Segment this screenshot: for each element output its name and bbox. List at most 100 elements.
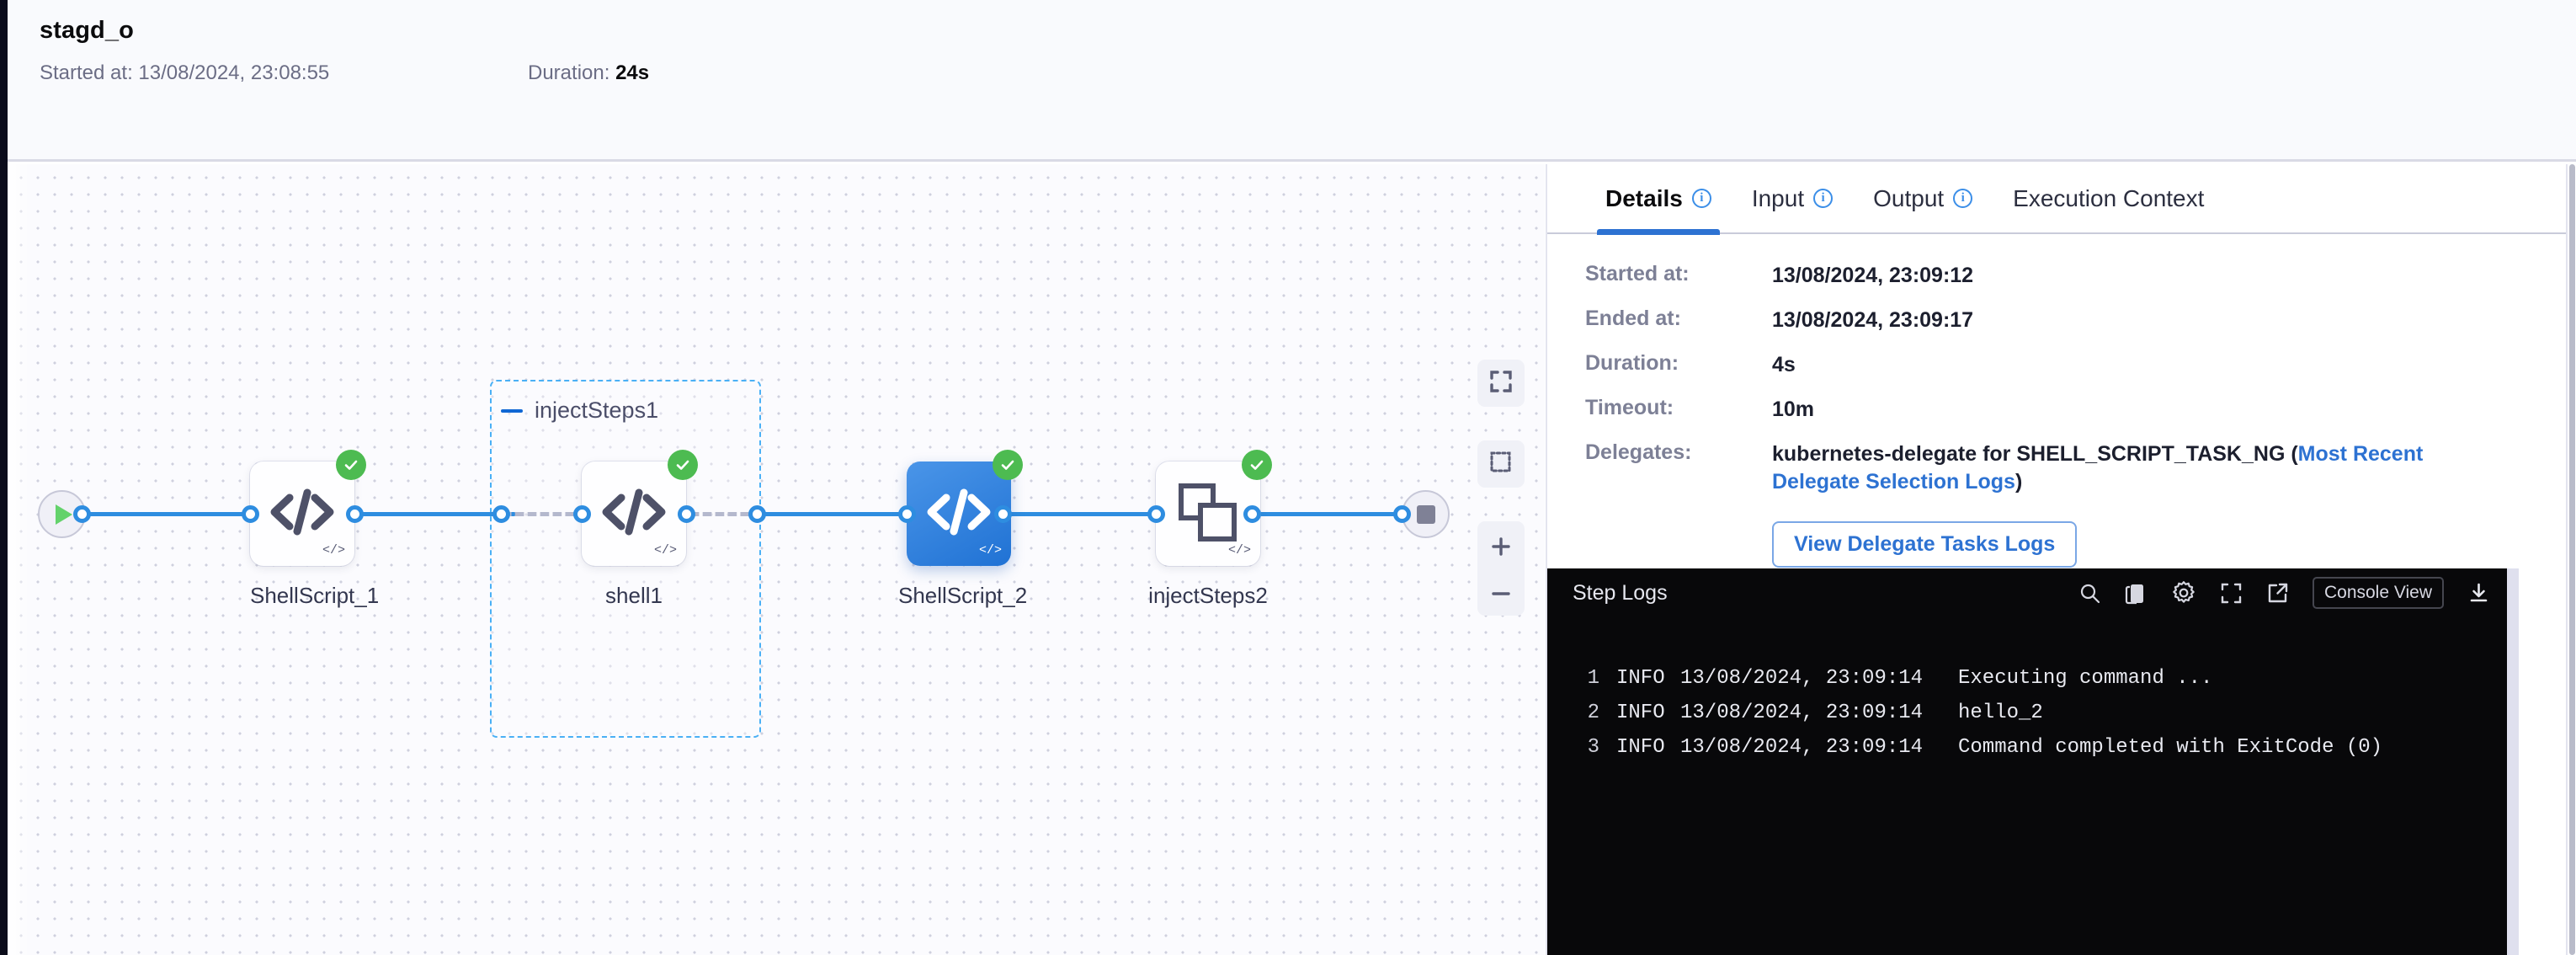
info-icon[interactable]: i: [1953, 189, 1973, 208]
detail-row-delegates: Delegates: kubernetes-delegate for SHELL…: [1547, 440, 2576, 496]
delegate-selection-logs-link[interactable]: Most Recent Delegate Selection Logs: [1772, 442, 2424, 494]
step-group-header[interactable]: injectSteps1: [501, 397, 658, 424]
port-start-out[interactable]: [73, 505, 91, 523]
edge-group-in-dashed: [501, 512, 582, 516]
view-delegate-tasks-logs-button[interactable]: View Delegate Tasks Logs: [1772, 521, 2078, 568]
port-shellscript1-in[interactable]: [242, 505, 259, 523]
detail-value: 13/08/2024, 23:09:17: [1772, 308, 1974, 332]
copy-steps-icon: [1156, 480, 1260, 544]
node-shellscript2[interactable]: </>: [907, 450, 1023, 566]
panel-tabs: Details i Input i Output i Execution Con…: [1547, 163, 2576, 235]
selection-box-button[interactable]: [1477, 440, 1525, 488]
port-group-in[interactable]: [492, 505, 510, 523]
code-icon: [250, 480, 354, 544]
step-logs-header: Step Logs: [1547, 568, 2507, 617]
page-title: stagd_o: [40, 17, 134, 44]
log-line-level: INFO: [1616, 736, 1665, 759]
node-label-shellscript1: ShellScript_1: [250, 583, 380, 608]
node-label-shellscript2: ShellScript_2: [898, 583, 1028, 608]
started-at-value: 13/08/2024, 23:08:55: [138, 61, 330, 84]
node-shellscript1[interactable]: </>: [250, 450, 366, 566]
port-shellscript2-in[interactable]: [898, 505, 916, 523]
port-shell1-out[interactable]: [678, 505, 695, 523]
port-injectsteps2-out[interactable]: [1243, 505, 1261, 523]
detail-value-delegates: kubernetes-delegate for SHELL_SCRIPT_TAS…: [1772, 440, 2437, 496]
detail-row-started-at: Started at: 13/08/2024, 23:09:12: [1547, 262, 2576, 290]
log-line-time: 13/08/2024, 23:09:14: [1680, 667, 1924, 690]
tab-execution-context-label: Execution Context: [2013, 184, 2205, 211]
log-line-time: 13/08/2024, 23:09:14: [1680, 702, 1924, 724]
step-logs-panel: Step Logs: [1547, 568, 2507, 955]
log-line-message: Command completed with ExitCode (0): [1958, 736, 2383, 759]
gear-icon[interactable]: [2171, 580, 2196, 606]
log-lines-container[interactable]: 1 INFO 13/08/2024, 23:09:14 Executing co…: [1547, 661, 2507, 765]
dashed-square-icon: [1488, 450, 1514, 479]
details-list: Started at: 13/08/2024, 23:09:12 Ended a…: [1547, 234, 2576, 568]
log-line: 3 INFO 13/08/2024, 23:09:14 Command comp…: [1547, 730, 2507, 765]
delegates-text-after: ): [2014, 470, 2023, 494]
detail-label: Ended at:: [1585, 307, 1681, 330]
detail-value: 10m: [1772, 397, 1815, 421]
port-shell1-in[interactable]: [573, 505, 591, 523]
log-line-message: hello_2: [1958, 702, 2043, 724]
console-view-button[interactable]: Console View: [2312, 577, 2444, 609]
fit-to-screen-button[interactable]: [1477, 360, 1525, 407]
log-line: 1 INFO 13/08/2024, 23:09:14 Executing co…: [1547, 661, 2507, 696]
port-shellscript2-out[interactable]: [994, 505, 1012, 523]
zoom-in-button[interactable]: [1488, 534, 1514, 563]
duration-value: 24s: [615, 61, 650, 84]
tab-details-label: Details: [1605, 184, 1683, 211]
log-line-level: INFO: [1616, 667, 1665, 690]
log-line-number: 1: [1587, 667, 1599, 690]
step-group-label: injectSteps1: [535, 397, 659, 423]
port-shellscript1-out[interactable]: [346, 505, 364, 523]
log-line-number: 2: [1587, 702, 1599, 724]
node-injectsteps2[interactable]: </>: [1156, 450, 1272, 566]
node-type-corner-icon: </>: [1227, 543, 1251, 558]
scrollbar-thumb[interactable]: [2569, 164, 2575, 955]
detail-row-ended-at: Ended at: 13/08/2024, 23:09:17: [1547, 307, 2576, 334]
detail-label: Timeout:: [1585, 396, 1674, 419]
play-icon: [56, 504, 72, 525]
tab-input[interactable]: Input i: [1732, 163, 1853, 233]
download-icon[interactable]: [2467, 582, 2490, 605]
edge-group-to-shellscript2: [755, 512, 907, 516]
pipeline-canvas[interactable]: injectSteps1 </>: [8, 164, 1545, 955]
search-icon[interactable]: [2078, 582, 2101, 605]
code-icon: [907, 480, 1011, 544]
logs-panel-gap: [2507, 568, 2519, 955]
node-shell1[interactable]: </>: [582, 450, 698, 566]
panel-scrollbar[interactable]: [2566, 164, 2576, 955]
status-badge-success: [336, 450, 366, 480]
zoom-out-button[interactable]: [1488, 588, 1514, 603]
step-logs-toolbar: Console View: [2078, 568, 2490, 617]
fullscreen-icon[interactable]: [2220, 582, 2243, 605]
log-line: 2 INFO 13/08/2024, 23:09:14 hello_2: [1547, 696, 2507, 730]
duration-meta: Duration: 24s: [528, 61, 649, 85]
detail-value: 13/08/2024, 23:09:12: [1772, 264, 1974, 287]
delegates-text: kubernetes-delegate for SHELL_SCRIPT_TAS…: [1772, 442, 2298, 466]
log-line-time: 13/08/2024, 23:09:14: [1680, 736, 1924, 759]
tab-execution-context[interactable]: Execution Context: [1993, 163, 2224, 233]
info-icon[interactable]: i: [1691, 189, 1711, 208]
tab-output[interactable]: Output i: [1853, 163, 1993, 233]
external-link-icon[interactable]: [2266, 582, 2289, 605]
port-injectsteps2-in[interactable]: [1147, 505, 1165, 523]
node-type-corner-icon: </>: [978, 543, 1002, 558]
canvas-left-fade: [8, 164, 29, 955]
zoom-controls[interactable]: [1477, 521, 1525, 616]
copy-icon[interactable]: [2125, 581, 2148, 606]
node-label-injectsteps2: injectSteps2: [1148, 583, 1268, 608]
info-icon[interactable]: i: [1813, 189, 1834, 208]
port-end-in[interactable]: [1393, 505, 1411, 523]
minus-icon[interactable]: [501, 408, 523, 413]
node-type-corner-icon: </>: [653, 543, 677, 558]
started-at-label: Started at:: [40, 61, 133, 84]
status-badge-success: [668, 450, 698, 480]
code-icon: [582, 480, 686, 544]
execution-header: stagd_o Started at: 13/08/2024, 23:08:55…: [8, 0, 2576, 162]
edge-start-to-shellscript1: [82, 512, 250, 516]
port-group-out[interactable]: [748, 505, 766, 523]
detail-label: Delegates:: [1585, 440, 1692, 464]
tab-details[interactable]: Details i: [1585, 163, 1732, 235]
